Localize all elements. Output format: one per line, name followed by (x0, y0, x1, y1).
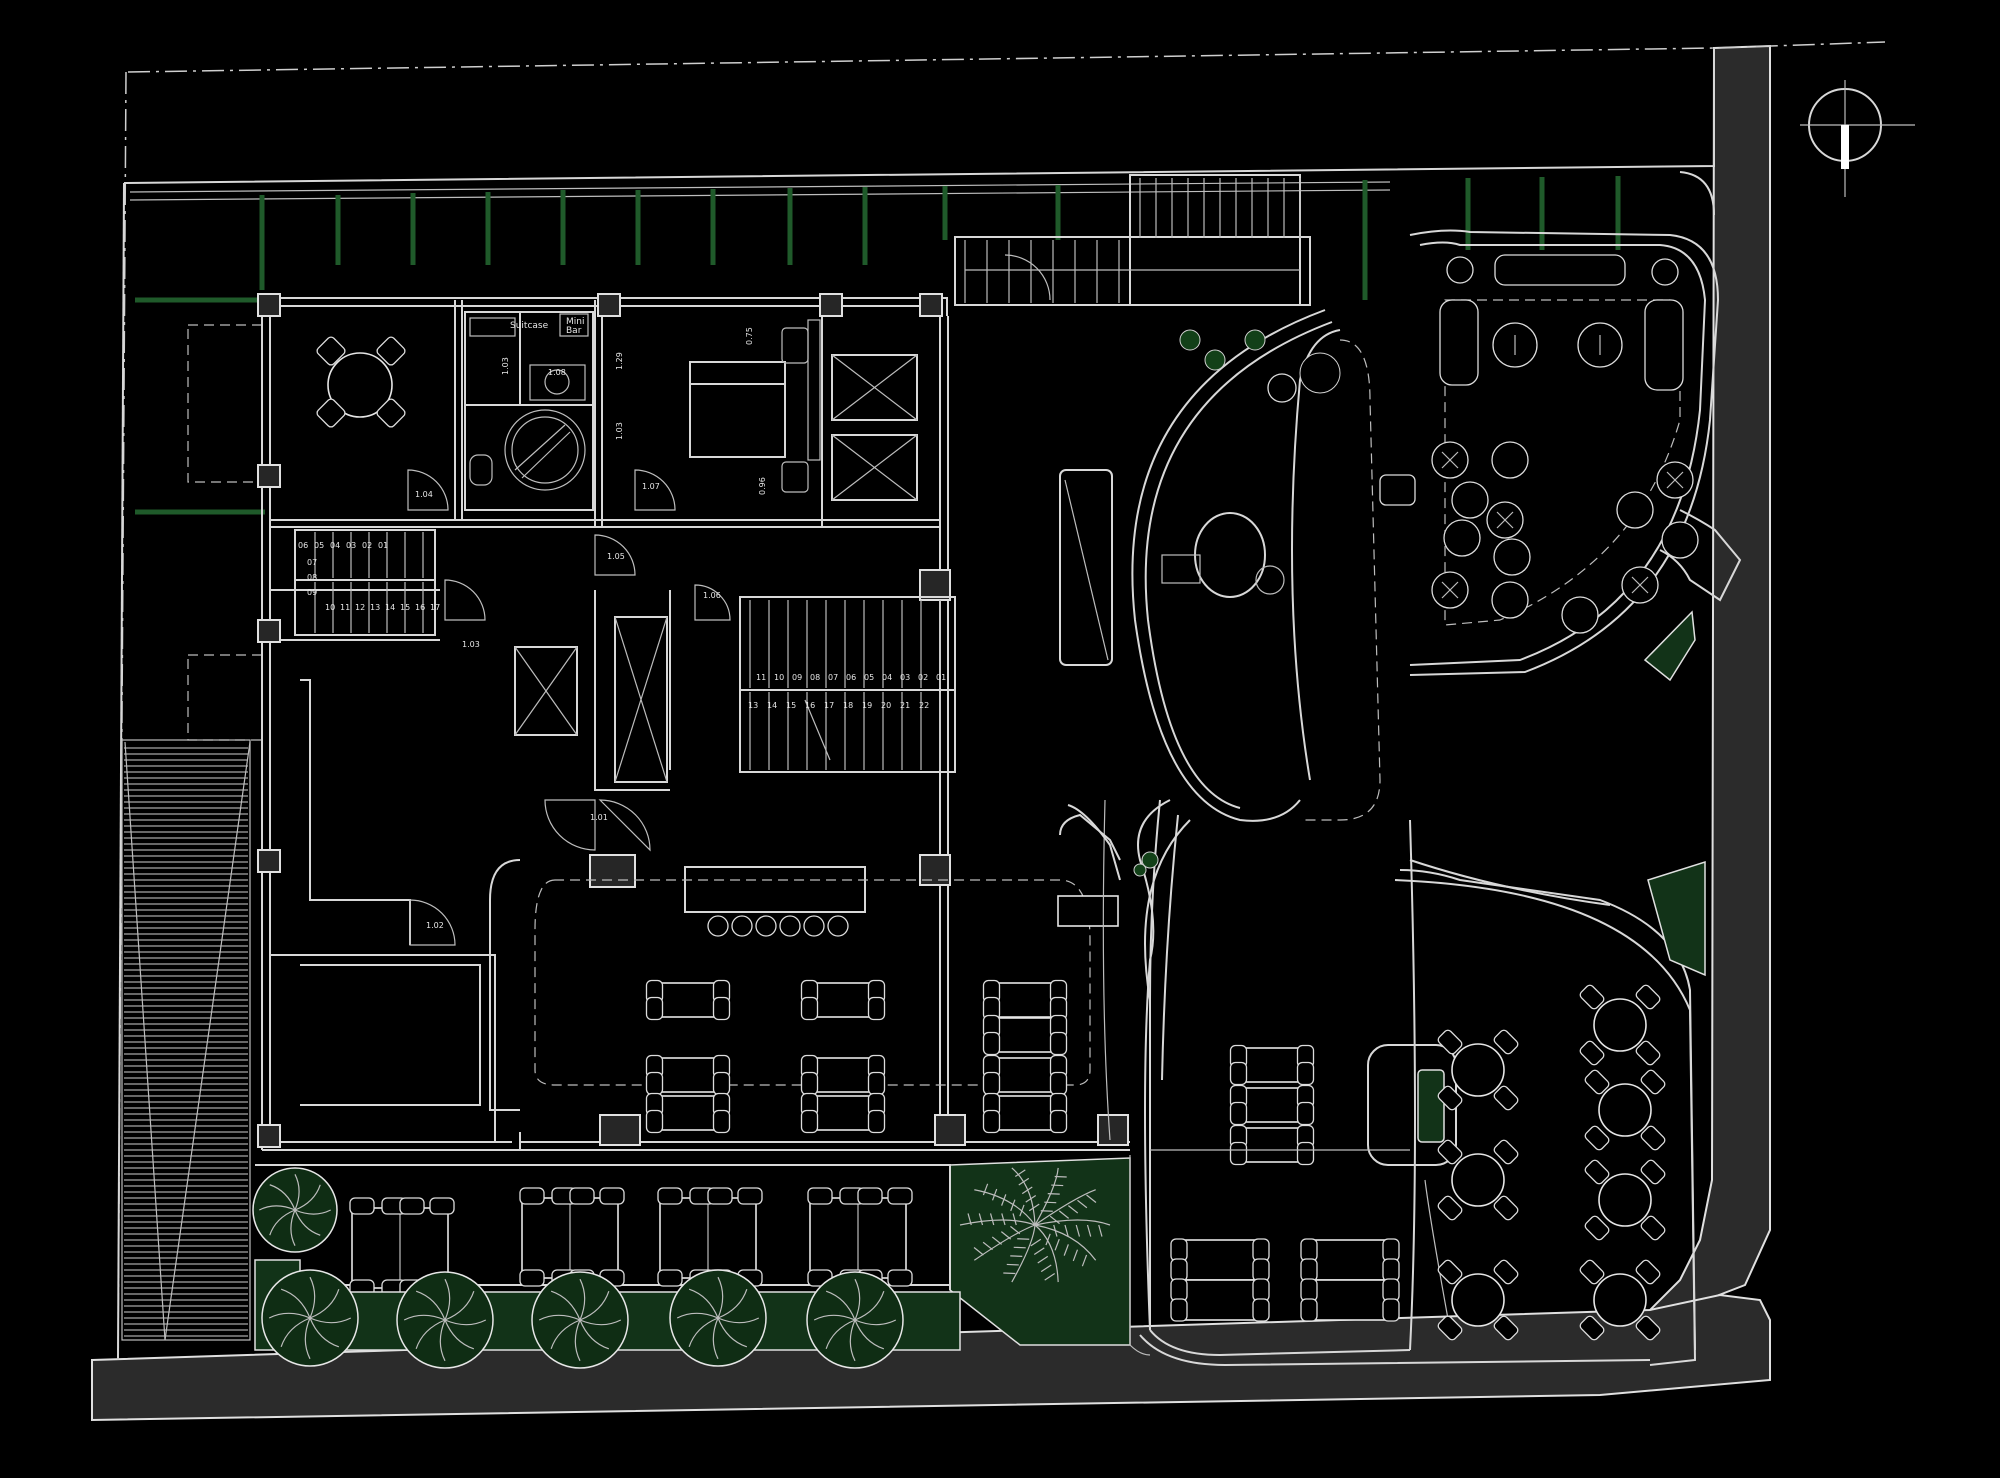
stair-step-numbers: 06 05 04 03 02 01 10 11 12 13 14 15 16 17 07 08 09 11 10 09… (298, 541, 946, 710)
stair-number: 20 (881, 701, 891, 710)
stair-number: 10 (774, 673, 784, 682)
stair-number: 21 (900, 701, 910, 710)
dim-1-29: 1.29 (615, 352, 624, 370)
stair-number: 19 (862, 701, 872, 710)
suitcase-label: Suitcase (510, 321, 549, 331)
stair-number: 06 (298, 541, 308, 550)
stair-number: 17 (430, 603, 440, 612)
mini-bar-label-1: Mini (566, 317, 584, 327)
stair-number: 08 (810, 673, 820, 682)
site-boundary-north (127, 41, 1886, 73)
door-tag-1-01: 1.01 (590, 813, 608, 822)
bar-stools (707, 915, 849, 937)
stair-number: 07 (307, 558, 317, 567)
mini-bar-label-2: Bar (566, 326, 582, 336)
dim-0-75: 0.75 (745, 327, 754, 345)
stair-number: 11 (340, 603, 350, 612)
stair-number: 03 (346, 541, 356, 550)
property-line-north (123, 48, 1715, 184)
property-line-west (117, 182, 125, 1359)
stair-number: 09 (307, 588, 317, 597)
dim-1-03-b: 1.03 (615, 422, 624, 440)
stair-number: 02 (918, 673, 928, 682)
door-tag-1-08: 1.08 (548, 368, 566, 377)
landscape-trees (252, 1167, 904, 1369)
dim-0-96: 0.96 (758, 477, 767, 495)
stair-number: 05 (314, 541, 324, 550)
north-planter-strip (129, 176, 1621, 515)
door-tag-1-06: 1.06 (703, 591, 721, 600)
stair-number: 11 (756, 673, 766, 682)
ne-lounge-seats (1267, 373, 1699, 634)
stair-number: 03 (900, 673, 910, 682)
site-context (91, 41, 1886, 1422)
door-tag-1-04: 1.04 (415, 490, 433, 499)
stair-number: 01 (378, 541, 388, 550)
central-stair (739, 596, 956, 773)
stair-number: 07 (828, 673, 838, 682)
stair-number: 06 (846, 673, 856, 682)
palm-tree (959, 1167, 1111, 1283)
stair-number: 16 (805, 701, 815, 710)
stair-number: 10 (325, 603, 335, 612)
north-arrow-icon (1800, 80, 1915, 197)
stair-number: 18 (843, 701, 853, 710)
door-tag-1-07: 1.07 (642, 482, 660, 491)
bathroom-block: Suitcase Mini Bar 1.08 (464, 311, 594, 511)
stair-number: 09 (792, 673, 802, 682)
stair-number: 14 (385, 603, 395, 612)
west-stair (294, 529, 436, 636)
doors: 1.01 1.02 1.03 1.04 1.05 1.06 1.07 (407, 254, 1051, 946)
corner-arc (1679, 171, 1715, 216)
north-exterior-stair (954, 174, 1311, 306)
restaurant-tables (645, 895, 1400, 1322)
west-ramp (121, 739, 251, 1341)
stair-number: 15 (400, 603, 410, 612)
stair-number: 15 (786, 701, 796, 710)
nw-room-round-table (316, 336, 406, 428)
stair-number: 14 (767, 701, 777, 710)
curved-lounge (1059, 309, 1381, 1331)
bedroom: 0.75 1.29 1.03 1.03 0.96 (501, 319, 821, 495)
stair-number: 22 (919, 701, 929, 710)
door-tag-1-05: 1.05 (607, 552, 625, 561)
stair-number: 12 (355, 603, 365, 612)
stair-number: 17 (824, 701, 834, 710)
door-tag-1-03: 1.03 (462, 640, 480, 649)
stair-number: 04 (330, 541, 340, 550)
terrace-tables (349, 1187, 913, 1297)
dim-1-03: 1.03 (501, 357, 510, 375)
south-road (91, 1293, 1771, 1422)
stair-number: 04 (882, 673, 892, 682)
southeast-dining (1139, 819, 1697, 1367)
elevators (514, 354, 918, 783)
structural-columns (257, 293, 1129, 1148)
stair-number: 01 (936, 673, 946, 682)
stair-number: 05 (864, 673, 874, 682)
stair-number: 13 (370, 603, 380, 612)
ne-lounge (1379, 229, 1742, 676)
bar-area (489, 469, 1113, 1111)
stair-number: 02 (362, 541, 372, 550)
stair-number: 13 (748, 701, 758, 710)
se-round-tables (1437, 984, 1666, 1341)
stair-number: 08 (307, 573, 317, 582)
door-tag-1-02: 1.02 (426, 921, 444, 930)
stair-number: 16 (415, 603, 425, 612)
